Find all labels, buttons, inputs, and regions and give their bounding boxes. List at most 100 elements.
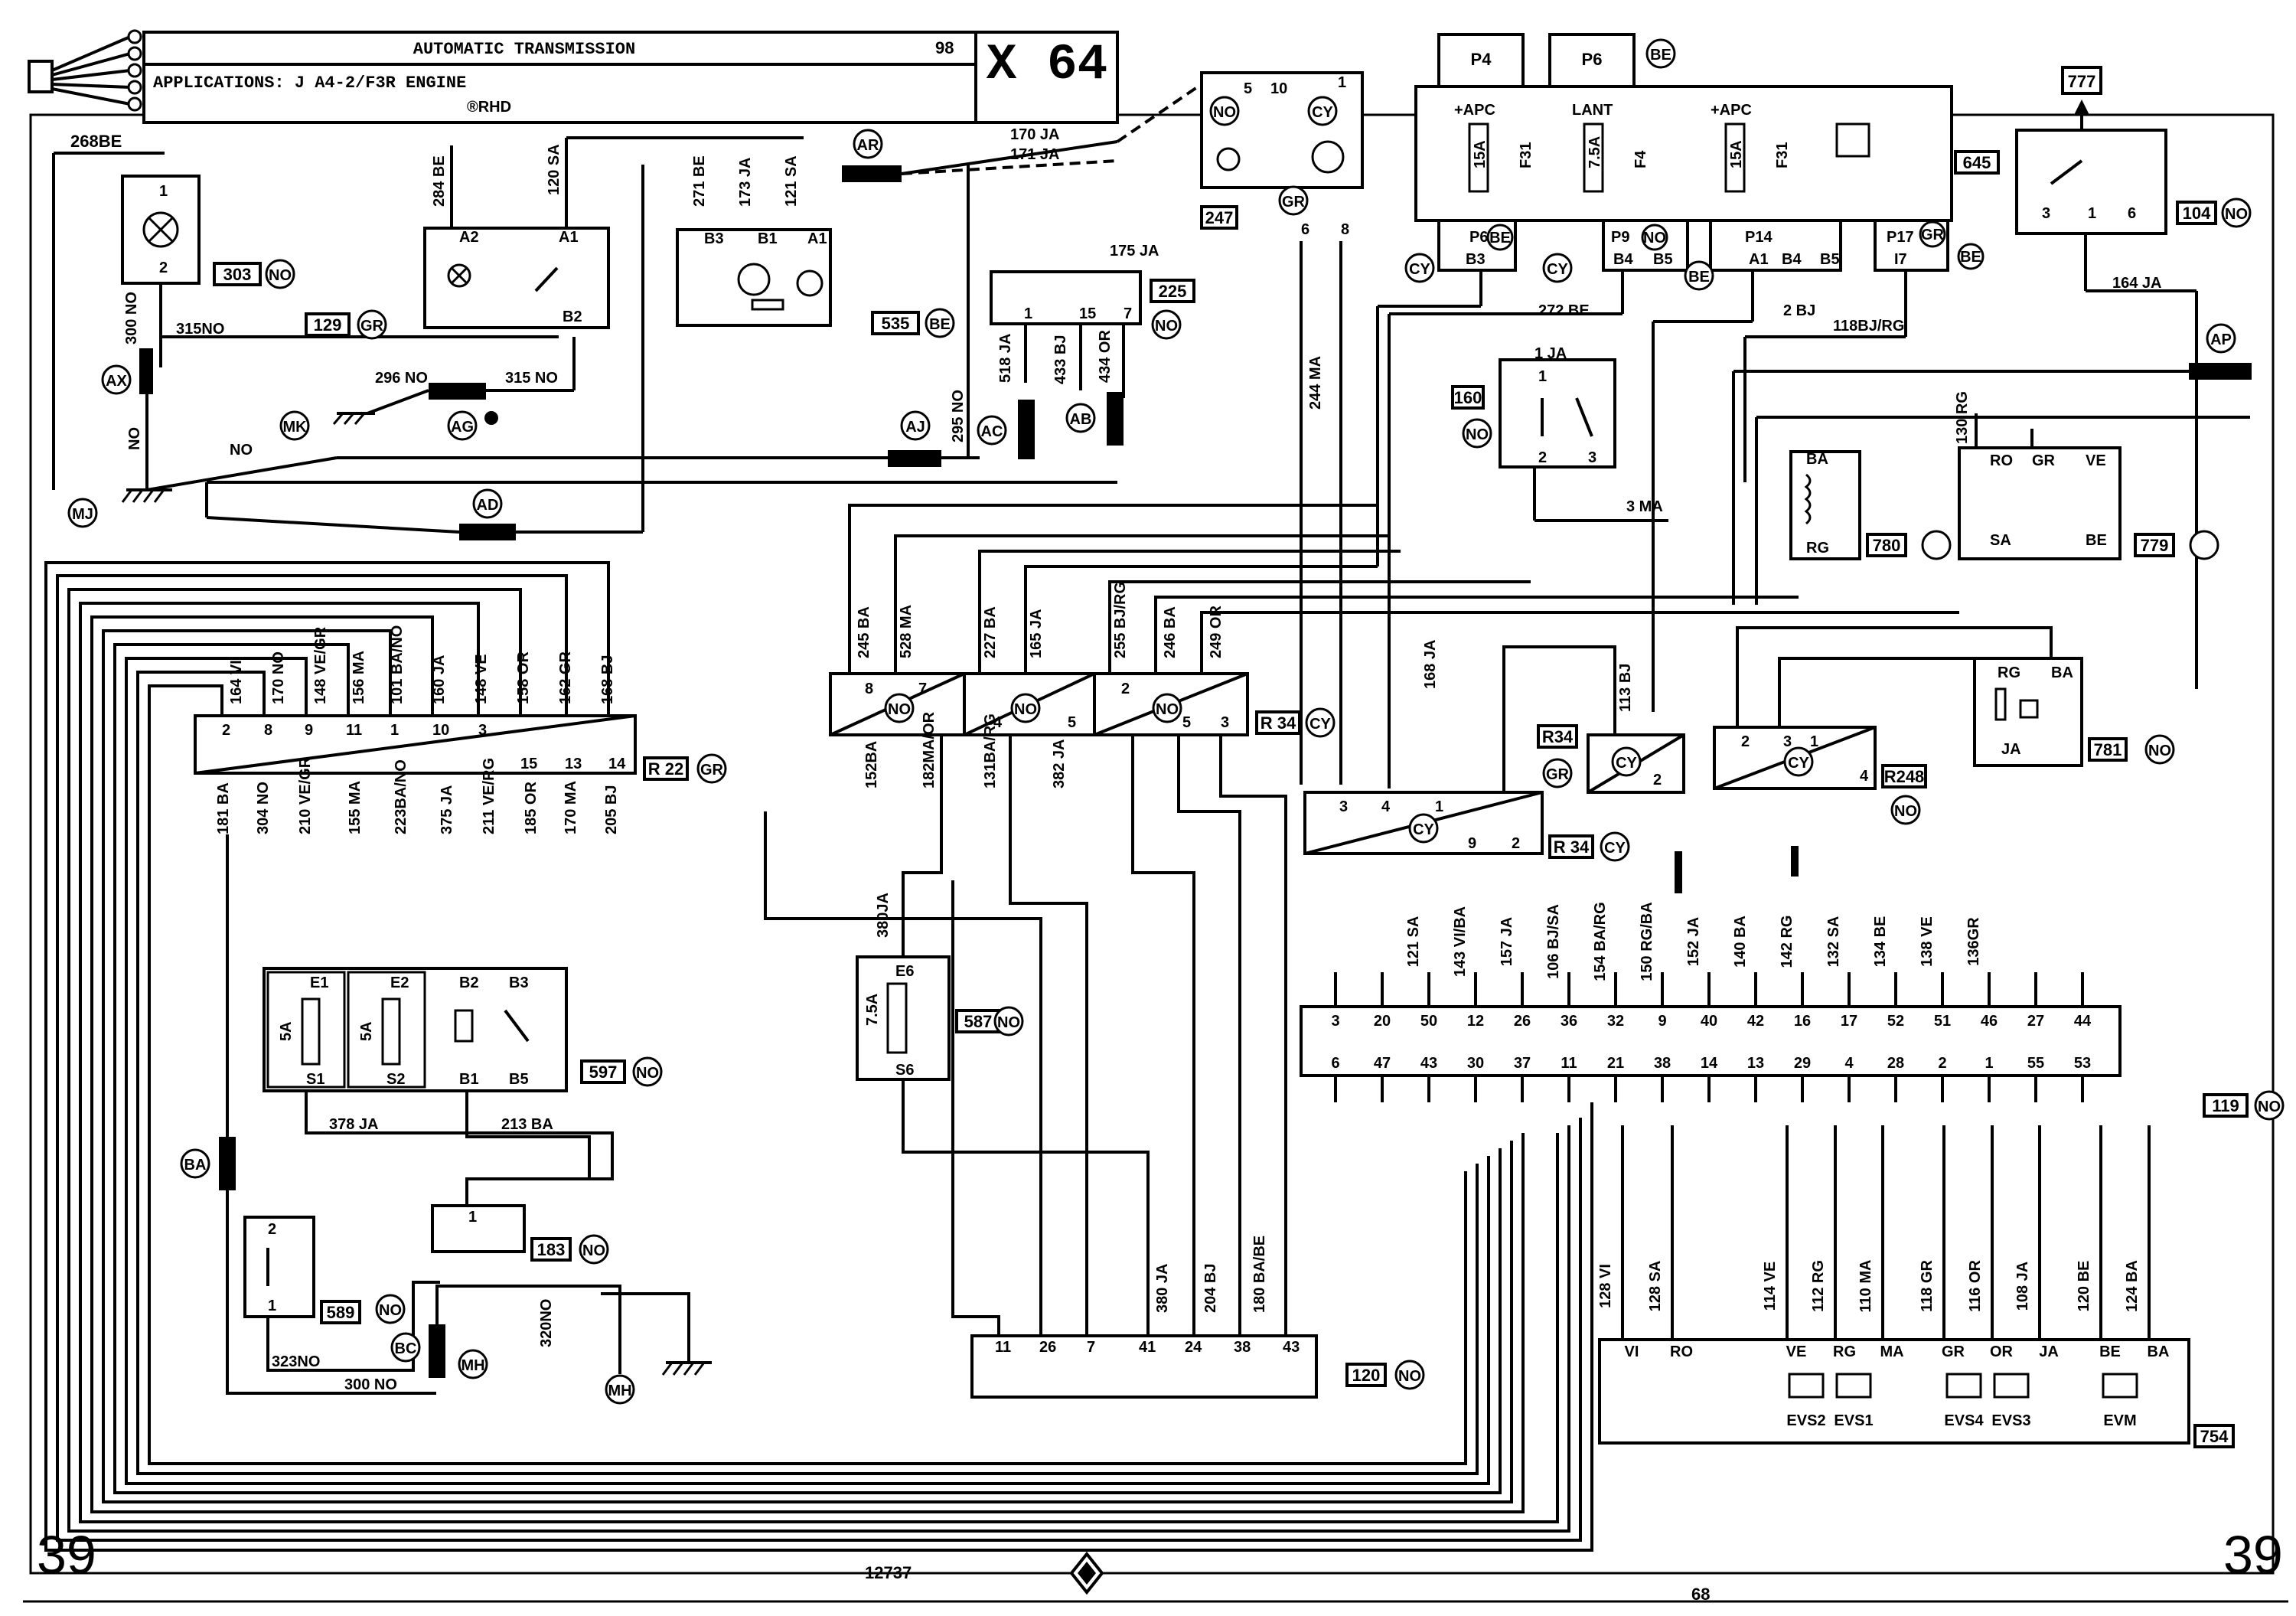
component-120: 11 26 7 41 24 38 43 120 NO 380 JA 204 BJ…	[764, 735, 1425, 1399]
component-589-color: NO	[379, 1302, 402, 1319]
ecu-pin-label: 12	[1467, 1013, 1484, 1030]
wire-label: 173 JA	[737, 158, 754, 207]
fuse-icon	[1468, 122, 1489, 193]
wire-label: 211 VE/RG	[481, 758, 497, 834]
solenoid-valve-icon	[2102, 1373, 2138, 1399]
pin-label: 4	[1381, 798, 1391, 815]
wire-label: 204 BJ	[1202, 1264, 1219, 1314]
connector-AX	[139, 348, 153, 394]
wire-label: 132 SA	[1825, 916, 1842, 968]
pin-label: 3	[1783, 733, 1792, 750]
pin-label: JA	[2039, 1343, 2059, 1360]
wire-label: 120 BE	[2076, 1261, 2092, 1312]
component-587: E6 S6 7.5A 380JA 587 NO	[856, 735, 1150, 1347]
wire-label: 148 VE	[473, 654, 490, 704]
fuse-pin: B5	[1653, 251, 1673, 268]
rhd-mark: ®RHD	[467, 99, 511, 116]
wire-label: 245 BA	[856, 606, 872, 658]
svg-text:B2: B2	[563, 309, 582, 325]
fuse-icon	[1724, 122, 1746, 193]
wire-label: 3 MA	[1626, 498, 1663, 515]
pin-label: 3	[1339, 798, 1348, 815]
wire-label: 380 JA	[1154, 1264, 1171, 1314]
svg-text:6: 6	[1301, 221, 1309, 238]
pin-label: S1	[306, 1071, 325, 1088]
wire-label: 156 MA	[351, 651, 367, 704]
section-code: X 64	[987, 36, 1107, 93]
ecu-pin-label: 29	[1794, 1055, 1811, 1072]
wire-label: 108 JA	[2014, 1262, 2031, 1311]
solenoid-valve-icon	[1945, 1373, 1982, 1399]
coil-icon	[1804, 473, 1812, 525]
fuse-pin: B4	[1782, 251, 1802, 268]
renault-logo-icon	[1069, 1551, 1104, 1595]
pin-label: S2	[386, 1071, 405, 1088]
ecu-pin-label: 9	[1658, 1013, 1666, 1030]
pin-label: 11	[346, 722, 362, 739]
wire-label: 143 VI/BA	[1452, 906, 1469, 977]
component-247-connector: GR	[1282, 194, 1306, 211]
wire-label: 181 BA	[215, 782, 232, 834]
component-104-color: NO	[2225, 206, 2248, 223]
pin-label: 2	[222, 722, 230, 739]
component-183: 1 183 NO	[431, 1204, 609, 1265]
component-225-id: 225	[1159, 282, 1187, 301]
valve-label: EVS3	[1991, 1412, 2030, 1429]
wire-label: 165 JA	[1028, 609, 1045, 659]
component-781-color: NO	[2148, 743, 2171, 759]
wire-label: 284 BE	[431, 155, 448, 207]
pin-label: RG	[1833, 1343, 1856, 1360]
pin-label: 10	[432, 722, 449, 739]
ecu-pin-label: 11	[1561, 1055, 1577, 1072]
lamp-icon	[142, 211, 179, 248]
pin-label: 5	[1182, 714, 1191, 731]
valve-label: EVS2	[1786, 1412, 1825, 1429]
connector-r248: 2 3 1 4 CY R248 NO	[1675, 626, 2059, 893]
pin-label: 38	[1234, 1339, 1251, 1356]
pin-label: E6	[895, 963, 914, 980]
wire-label: 128 VI	[1597, 1264, 1614, 1308]
pin-label: 7	[1087, 1339, 1095, 1356]
lamp-icon	[796, 269, 823, 297]
resistor-icon	[751, 299, 784, 311]
wire-label: 434 OR	[1097, 330, 1114, 383]
pin-label: RG	[1806, 540, 1829, 557]
svg-text:LANT: LANT	[1572, 102, 1613, 119]
component-779: RO GR VE SA BE 130 RG 779	[1954, 391, 2219, 560]
wire-label: 433 BJ	[1052, 335, 1069, 385]
component-r22-color: GR	[700, 762, 724, 779]
pin-label: 1	[1435, 798, 1443, 815]
svg-text:1: 1	[2088, 205, 2096, 222]
component-587-color: NO	[997, 1014, 1020, 1031]
wire-label: 110 MA	[1857, 1260, 1874, 1313]
wire-label: 320NO	[538, 1299, 555, 1347]
pin-label: B5	[509, 1071, 529, 1088]
component-597-color: NO	[636, 1065, 659, 1082]
connector-r34-lower: 3 4 1 9 2 CY R 34 CY 168 JA	[1303, 640, 1630, 862]
svg-text:CY: CY	[1788, 755, 1809, 772]
component-r34b-id: R34	[1542, 727, 1574, 746]
svg-text:1: 1	[159, 183, 168, 200]
connector-AC-label: AC	[981, 423, 1003, 440]
svg-text:BE: BE	[1650, 47, 1671, 64]
svg-text:GR: GR	[1921, 227, 1945, 243]
pin-label: 8	[264, 722, 272, 739]
svg-text:A1: A1	[807, 230, 827, 247]
svg-text:NO: NO	[1643, 230, 1666, 246]
component-597-id: 597	[589, 1063, 618, 1082]
svg-text:1: 1	[1024, 305, 1032, 322]
wire-label: 182MA/OR	[921, 711, 938, 788]
component-225-color: NO	[1155, 318, 1178, 335]
svg-text:5: 5	[1244, 80, 1252, 97]
wire-label: 255 BJ/RG	[1112, 582, 1129, 658]
svg-text:CY: CY	[1413, 821, 1434, 838]
connector-AP-label: AP	[2210, 331, 2232, 348]
wire-label: 380JA	[875, 893, 892, 938]
pin-label: BA	[2051, 664, 2073, 681]
component-129-color: GR	[360, 318, 384, 335]
pin-label: E1	[310, 974, 328, 991]
svg-text:B1: B1	[758, 230, 778, 247]
pin-label: 8	[865, 681, 873, 697]
